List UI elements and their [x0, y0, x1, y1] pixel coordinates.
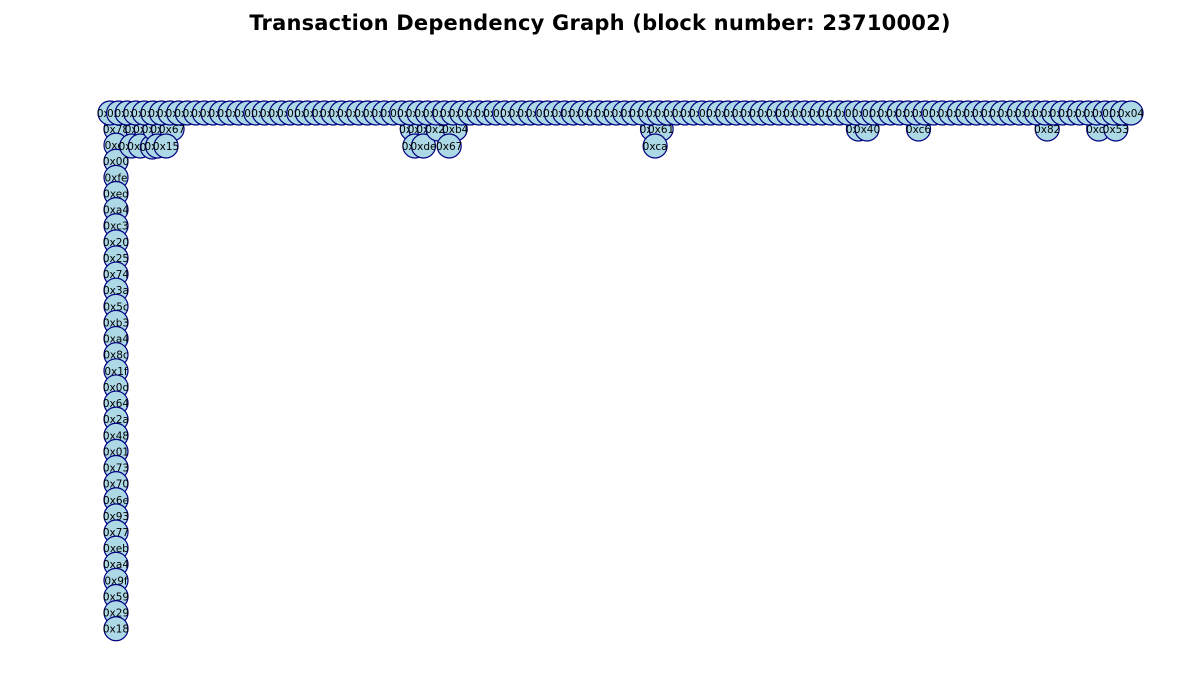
edges-layer: [109, 112, 1117, 629]
node-circle: [1118, 100, 1144, 126]
node-label: 0x6e: [103, 495, 129, 507]
node-circle: [410, 133, 437, 159]
grandchild-node[interactable]: 0xde: [410, 133, 437, 159]
node-label: 0x18: [103, 624, 129, 636]
top-row-node[interactable]: 0x04: [1118, 100, 1145, 126]
node-label: 0x5c: [103, 301, 129, 313]
grandchild-node[interactable]: 0x15: [153, 133, 179, 159]
node-label: 0x1f: [104, 366, 128, 378]
node-label: 0x74: [103, 269, 130, 281]
node-label: 0xca: [643, 141, 668, 153]
node-circle: [436, 133, 462, 159]
node-label: 0x15: [153, 141, 179, 153]
node-label: 0x04: [1118, 108, 1145, 120]
node-label: 0x3a: [103, 285, 129, 297]
node-label: 0x59: [103, 591, 129, 603]
column-node[interactable]: 0x18: [103, 616, 129, 642]
node-circle: [103, 616, 129, 642]
node-label: 0xfe: [104, 172, 127, 184]
node-label: 0x01: [103, 446, 129, 458]
node-label: 0x70: [103, 479, 129, 491]
node-label: 0xed: [103, 188, 129, 200]
node-label: 0x53: [1103, 124, 1129, 136]
node-label: 0xa4: [103, 559, 129, 571]
node-label: 0x64: [103, 398, 130, 410]
nodes-layer: 0x780xef0x000xfe0xed0xa40xc30x200x250x74…: [97, 100, 1145, 642]
graph-title: Transaction Dependency Graph (block numb…: [249, 11, 951, 35]
node-label: 0xde: [410, 141, 436, 153]
node-label: 0x25: [103, 253, 129, 265]
node-label: 0x77: [103, 527, 129, 539]
node-circle: [642, 133, 668, 159]
node-label: 0x8c: [103, 350, 129, 362]
node-label: 0x40: [854, 124, 880, 136]
node-label: 0xa4: [103, 334, 129, 346]
node-label: 0x29: [103, 608, 129, 620]
node-label: 0x2a: [103, 414, 129, 426]
grandchild-node[interactable]: 0x67: [436, 133, 462, 159]
node-label: 0x9f: [104, 575, 128, 587]
node-label: 0x78: [103, 124, 129, 136]
node-label: 0x0d: [103, 382, 129, 394]
node-label: 0xc3: [103, 221, 128, 233]
node-label: 0xb3: [103, 317, 129, 329]
node-label: 0x00: [103, 156, 129, 168]
node-label: 0x20: [103, 237, 129, 249]
node-label: 0x82: [1034, 124, 1060, 136]
node-label: 0x48: [103, 430, 129, 442]
node-label: 0xeb: [103, 543, 129, 555]
node-label: 0x61: [648, 124, 674, 136]
node-label: 0xa4: [103, 205, 129, 217]
node-label: 0xc6: [906, 124, 931, 136]
node-label: 0x67: [159, 124, 185, 136]
grandchild-node[interactable]: 0xca: [642, 133, 668, 159]
node-label: 0xb4: [442, 124, 469, 136]
node-label: 0x93: [103, 511, 129, 523]
node-circle: [153, 133, 179, 159]
node-label: 0x73: [103, 463, 129, 475]
node-label: 0x67: [436, 141, 462, 153]
